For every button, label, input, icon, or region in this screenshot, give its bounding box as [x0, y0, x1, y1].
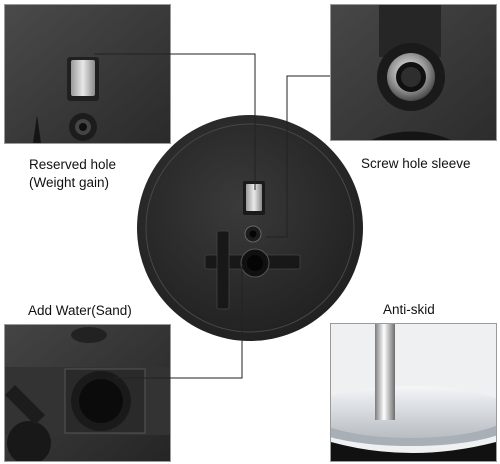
reserved-hole-label-line1: Reserved hole [29, 157, 117, 172]
screw-hole-sleeve-closeup-image [331, 5, 496, 140]
reserved-hole-label: Reserved hole (Weight gain) [29, 156, 116, 192]
add-water-label: Add Water(Sand) [28, 303, 132, 318]
anti-skid-closeup-image [331, 324, 496, 461]
reserved-hole-label-line2: (Weight gain) [29, 175, 110, 190]
screw-hole-sleeve-label: Screw hole sleeve [361, 156, 471, 171]
round-base-image [137, 115, 363, 341]
add-water-closeup-image [5, 325, 170, 461]
anti-skid-label: Anti-skid [383, 302, 435, 317]
add-water-closeup-panel [4, 324, 171, 462]
screw-hole-sleeve-closeup-panel [330, 4, 497, 141]
anti-skid-closeup-panel [330, 323, 497, 462]
